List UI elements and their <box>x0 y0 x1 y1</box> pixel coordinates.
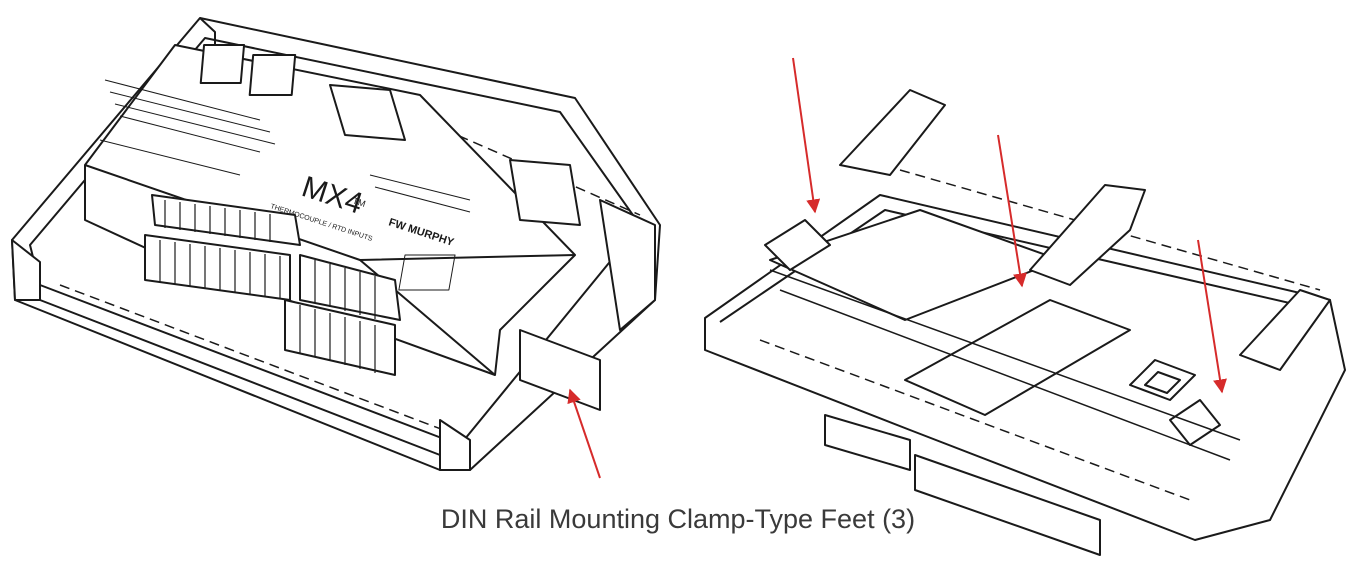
end-post-3 <box>764 219 831 271</box>
arrow-foot-left-module <box>567 388 601 479</box>
arrow-foot-1 <box>792 57 821 214</box>
caption: DIN Rail Mounting Clamp-Type Feet (3) <box>440 504 916 534</box>
left-module-assembly <box>11 17 661 471</box>
terminal-block-top <box>329 84 406 141</box>
carrier-end-cap-right <box>439 419 471 471</box>
arrow-foot-3 <box>1197 239 1227 394</box>
terminal-row-4 <box>284 299 396 376</box>
terminal-row-2 <box>144 234 291 301</box>
end-post-4 <box>1169 399 1221 446</box>
din-rail-foot-bottom-2 <box>914 454 1101 556</box>
cross-member-2 <box>904 299 1131 416</box>
top-connector-2 <box>248 54 297 96</box>
right-carrier-assembly <box>704 89 1346 556</box>
cross-member-3 <box>1029 184 1146 286</box>
end-post-2 <box>1239 289 1331 371</box>
module-trademark-label: TM <box>351 195 366 209</box>
terminal-row-1 <box>151 194 301 246</box>
end-post-1 <box>839 89 946 176</box>
arrow-foot-2 <box>997 134 1027 288</box>
top-connector-1 <box>199 44 246 84</box>
callout-arrows <box>567 57 1227 479</box>
terminal-block-side <box>509 159 581 226</box>
din-rail-foot-bottom-1 <box>824 414 911 471</box>
